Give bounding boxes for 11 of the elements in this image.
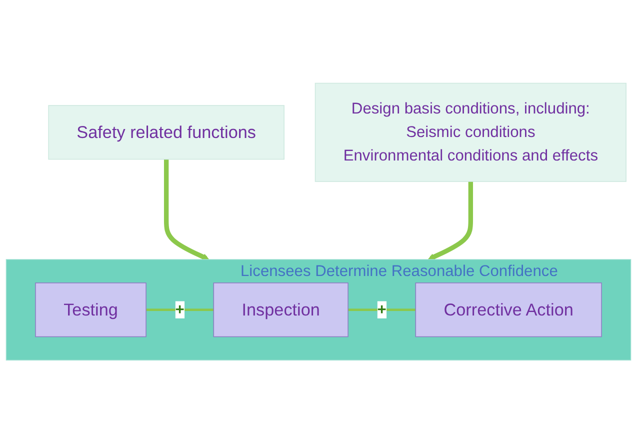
arrow: [164, 160, 210, 261]
edge-label: +: [377, 302, 386, 319]
node-box: Inspection: [213, 282, 348, 338]
node-box: Design basis conditions, including: Seismic conditions Environmental conditions and effects: [314, 83, 626, 182]
edge-label: +: [175, 302, 184, 319]
node-box: Testing: [35, 282, 146, 338]
connector: [348, 308, 416, 312]
node-box: Safety related functions: [48, 105, 284, 160]
arrow: [428, 182, 473, 261]
node-box: Corrective Action: [415, 282, 602, 338]
connector: [146, 308, 214, 312]
